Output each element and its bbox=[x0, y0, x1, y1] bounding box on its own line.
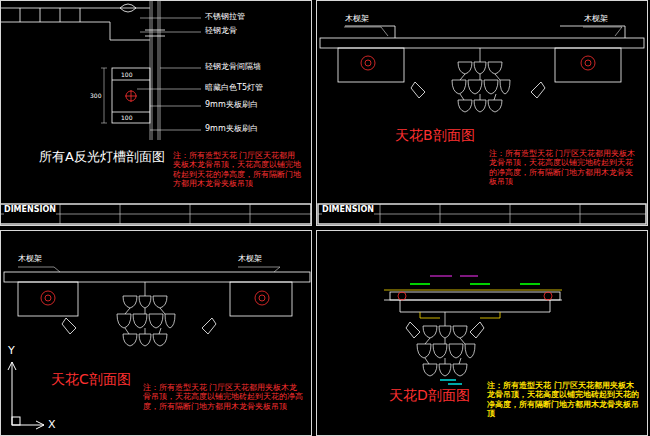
drawing-stroke bbox=[585, 60, 591, 66]
drawing-stroke bbox=[137, 18, 201, 130]
drawing-stroke bbox=[406, 322, 484, 338]
dimension: 100 bbox=[121, 114, 132, 121]
note-text: 注：所有造型天花 门厅区天花都用夹板木龙骨吊顶，天花高度以铺完地砖起到天花的净高… bbox=[489, 149, 639, 187]
drawing-stroke bbox=[4, 272, 310, 282]
drawing-stroke bbox=[8, 362, 16, 425]
drawing-stroke bbox=[145, 30, 165, 36]
part-label: 9mm夹板刷白 bbox=[205, 100, 258, 110]
drawing-stroke bbox=[41, 291, 55, 305]
axis-label: Y bbox=[8, 344, 15, 357]
part-label: 不锈钢拉管 bbox=[205, 12, 245, 22]
part-label: 木枧架 bbox=[238, 254, 262, 264]
drawing-stroke bbox=[112, 68, 150, 123]
part-label: 木枧架 bbox=[584, 14, 608, 24]
axis-label: X bbox=[48, 418, 56, 431]
part-label: 9mm夹板刷白 bbox=[205, 124, 258, 134]
ceiling-c-section bbox=[4, 267, 310, 346]
drawing-stroke bbox=[390, 292, 560, 300]
drawing-stroke bbox=[452, 48, 510, 112]
dimension: 100 bbox=[121, 71, 132, 78]
drawing-panel: 天花C剖面图注：所有造型天花 门厅区天花都用夹板木龙骨吊顶，天花高度以铺完地砖起… bbox=[0, 230, 312, 436]
drawing-stroke bbox=[344, 27, 622, 36]
drawing-stroke bbox=[384, 300, 562, 312]
drawing-stroke bbox=[150, 0, 160, 140]
drawing-panel: 所有A反光灯槽剖面图注：所有造型天花 门厅区天花都用夹板木龙骨吊顶，天花高度以铺… bbox=[0, 0, 312, 226]
drawing-stroke bbox=[338, 48, 404, 82]
section-title: 天花D剖面图 bbox=[389, 387, 470, 404]
drawing-stroke bbox=[318, 204, 646, 224]
drawing-stroke bbox=[62, 318, 216, 334]
dimension: 300 bbox=[90, 92, 101, 99]
drawing-stroke bbox=[45, 295, 51, 301]
drawing-stroke bbox=[361, 56, 375, 70]
drawing-stroke bbox=[18, 282, 78, 316]
drawing-panel: 天花D剖面图注：所有造型天花 门厅区天花都用夹板木龙骨吊顶，天花高度以铺完地砖起… bbox=[316, 230, 648, 436]
drawing-stroke bbox=[345, 26, 625, 38]
drawing-stroke bbox=[544, 292, 552, 300]
section-title: 所有A反光灯槽剖面图 bbox=[39, 149, 165, 165]
drawing-stroke bbox=[365, 60, 371, 66]
note-text: 注：所有造型天花 门厅区天花都用夹板木龙骨吊顶，天花高度以铺完地砖起到天花的净高… bbox=[173, 151, 303, 189]
drawing-stroke bbox=[398, 292, 406, 300]
drawing-stroke bbox=[120, 4, 136, 12]
drawing-stroke bbox=[384, 290, 562, 291]
part-label: 轻钢龙骨 bbox=[205, 26, 237, 36]
drawing-stroke bbox=[112, 80, 150, 112]
section-title: 天花B剖面图 bbox=[395, 127, 475, 144]
drawing-stroke bbox=[411, 82, 545, 98]
part-label: 木枧架 bbox=[345, 14, 369, 24]
drawing-stroke bbox=[12, 417, 20, 425]
part-label: 木枧架 bbox=[18, 254, 42, 264]
drawing-stroke bbox=[420, 312, 500, 318]
ceiling-d-section bbox=[384, 276, 562, 384]
drawing-stroke bbox=[555, 48, 621, 82]
ucs-axis-icon bbox=[8, 362, 44, 429]
drawing-stroke bbox=[125, 90, 137, 102]
drawing-stroke bbox=[117, 282, 175, 346]
drawing-stroke bbox=[259, 295, 265, 301]
drawing-stroke bbox=[417, 312, 475, 376]
light-trough-detail bbox=[0, 0, 201, 140]
part-label: 暗藏白色T5灯管 bbox=[205, 83, 263, 93]
drawing-stroke bbox=[101, 68, 107, 123]
drawing-stroke bbox=[126, 91, 136, 101]
title-block-logo: DIMENSION bbox=[4, 205, 56, 215]
drawing-stroke bbox=[410, 283, 540, 285]
drawing-stroke bbox=[0, 8, 150, 40]
drawing-stroke bbox=[0, 204, 311, 224]
note-text: 注：所有造型天花 门厅区天花都用夹板木龙骨吊顶，天花高度以铺完地砖起到天花的净高… bbox=[143, 383, 303, 411]
drawing-stroke bbox=[318, 204, 646, 224]
ceiling-b-section bbox=[320, 26, 644, 112]
drawing-stroke bbox=[320, 38, 644, 48]
drawing-stroke bbox=[255, 291, 269, 305]
drawing-panel: 天花B剖面图注：所有造型天花 门厅区天花都用夹板木龙骨吊顶，天花高度以铺完地砖起… bbox=[316, 0, 648, 226]
drawing-stroke bbox=[20, 8, 80, 22]
note-text: 注：所有造型天花 门厅区天花都用夹板木龙骨吊顶，天花高度以铺完地砖起到天花的净高… bbox=[487, 381, 639, 419]
drawing-stroke bbox=[440, 380, 462, 384]
drawing-stroke bbox=[230, 282, 292, 316]
drawing-stroke bbox=[581, 56, 595, 70]
drawing-stroke bbox=[18, 267, 280, 272]
title-block-logo: DIMENSION bbox=[322, 205, 374, 215]
drawing-stroke bbox=[430, 276, 478, 277]
part-label: 轻钢龙骨间隔墙 bbox=[205, 62, 261, 72]
section-title: 天花C剖面图 bbox=[51, 371, 131, 388]
panel-frame bbox=[0, 204, 646, 224]
drawing-stroke bbox=[0, 204, 311, 224]
